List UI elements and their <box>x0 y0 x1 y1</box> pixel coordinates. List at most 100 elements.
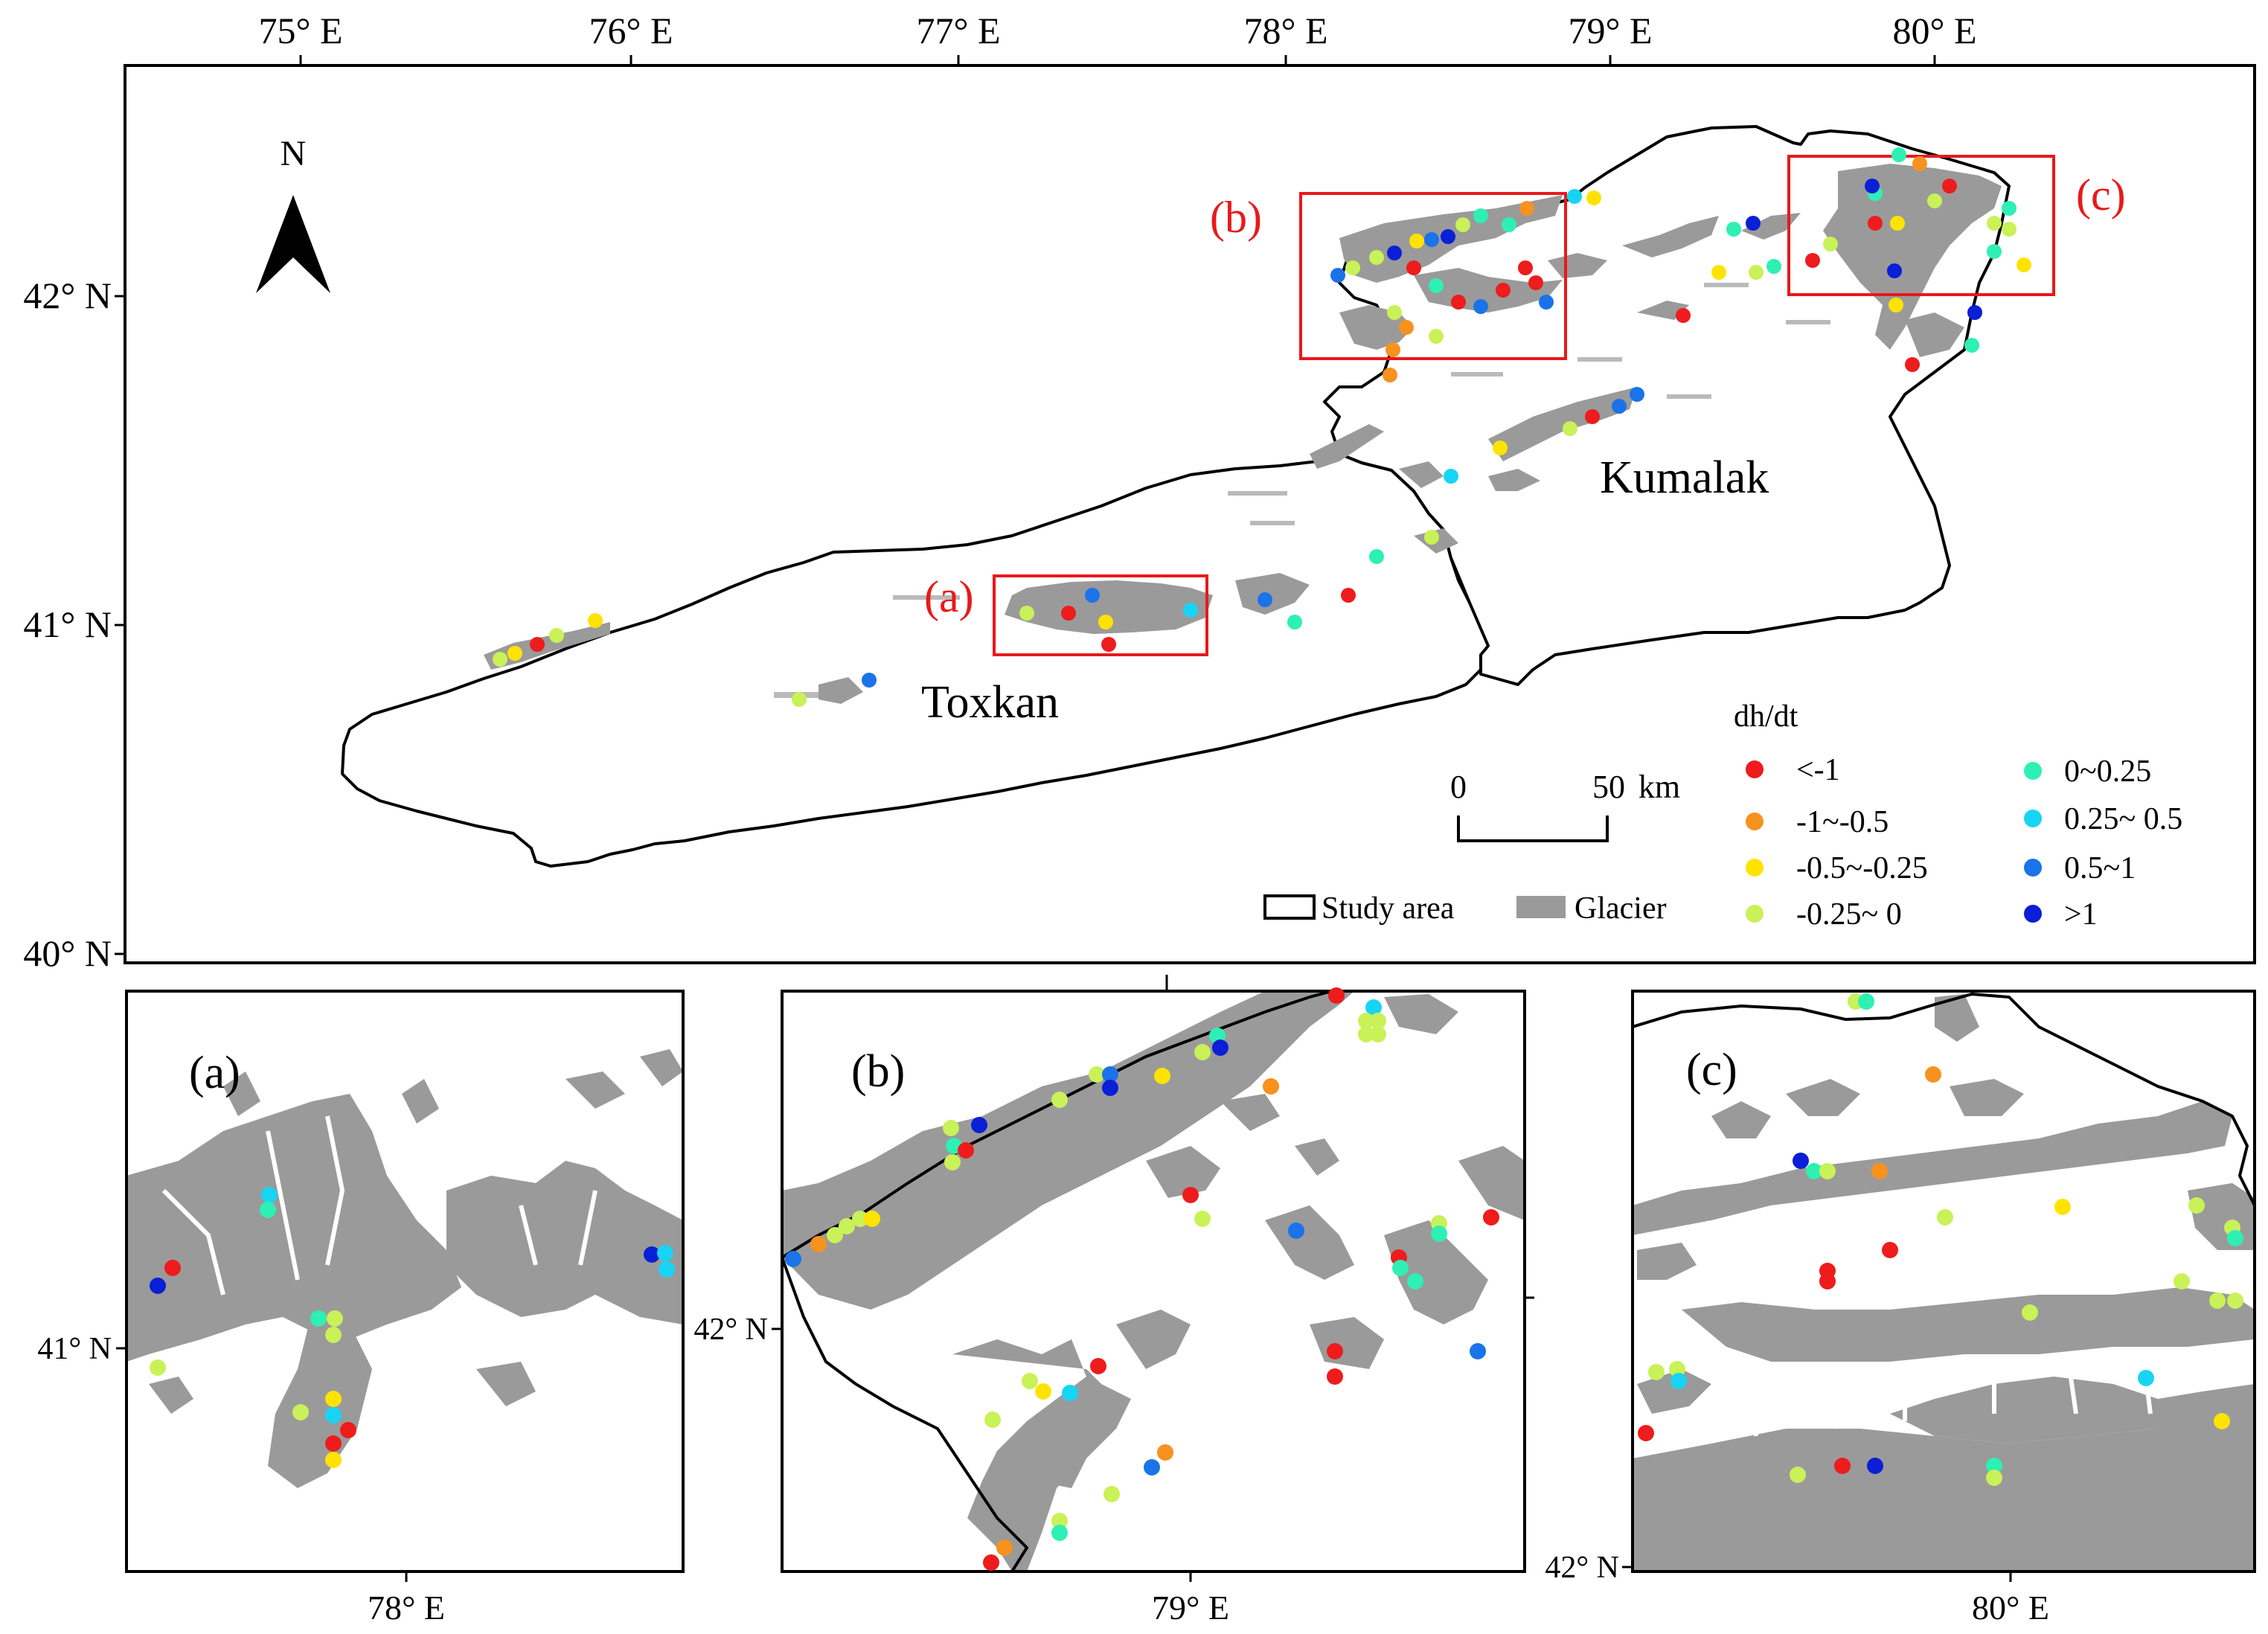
dhdt-point <box>150 1359 166 1376</box>
dhdt-point <box>1399 320 1414 335</box>
dhdt-point <box>2022 1304 2038 1321</box>
inset-b-label: (b) <box>851 1046 905 1097</box>
dhdt-point <box>827 1227 843 1243</box>
region-label-kumalak: Kumalak <box>1600 452 1769 503</box>
dhdt-point <box>1386 342 1400 357</box>
dhdt-point <box>2214 1413 2230 1429</box>
dhdt-point <box>1101 637 1116 652</box>
dhdt-point <box>1927 193 1942 208</box>
lon-tick-label: 79° E <box>1568 10 1652 51</box>
dhdt-point <box>1766 259 1781 274</box>
dhdt-point <box>325 1327 342 1343</box>
dhdt-point <box>644 1246 660 1263</box>
legend-class-label: <-1 <box>1796 753 1840 787</box>
inset-b-points <box>785 987 1499 1571</box>
dhdt-point <box>1429 329 1444 344</box>
dhdt-point <box>2209 1292 2226 1309</box>
dhdt-point <box>2002 201 2016 216</box>
dhdt-point <box>530 637 545 652</box>
legend-swatch <box>1746 813 1764 830</box>
dhdt-point <box>164 1260 181 1276</box>
dhdt-point <box>864 1211 880 1227</box>
dhdt-point <box>1051 1513 1068 1529</box>
dhdt-point <box>493 652 507 667</box>
inset-b: (b) 79° E 42° N <box>693 987 1526 1627</box>
dhdt-point <box>1496 283 1511 298</box>
dhdt-point <box>150 1278 166 1294</box>
lon-tick-label: 75° E <box>258 10 342 51</box>
dhdt-point <box>1563 421 1577 436</box>
inset-c-glaciers <box>1633 994 2255 1571</box>
inset-a-lat-tick: 41° N <box>37 1332 112 1366</box>
dhdt-point <box>1369 250 1384 265</box>
dhdt-point <box>983 1554 999 1571</box>
box-label-a: (a) <box>924 572 974 621</box>
dhdt-point <box>1967 305 1982 320</box>
dhdt-point <box>1409 234 1424 249</box>
main-map-points <box>493 147 2031 707</box>
inset-a-glaciers <box>126 1049 683 1488</box>
dhdt-point <box>261 1187 278 1203</box>
legend-swatch <box>1746 905 1764 923</box>
dhdt-point <box>1964 338 1979 353</box>
dhdt-point <box>260 1202 276 1218</box>
dhdt-point <box>1383 368 1397 382</box>
dhdt-point <box>1183 603 1198 618</box>
legend-class-label: -0.5~-0.25 <box>1796 851 1928 885</box>
dhdt-point <box>1987 244 2002 259</box>
scalebar-unit: km <box>1638 769 1680 805</box>
dhdt-point <box>1387 305 1402 320</box>
dhdt-point <box>943 1120 959 1136</box>
dhdt-point <box>852 1211 868 1227</box>
dhdt-point <box>810 1236 827 1252</box>
scalebar: 0 50 km <box>1450 769 1680 842</box>
inset-b-lon-tick: 79° E <box>1152 1589 1229 1627</box>
dhdt-point <box>2002 222 2016 237</box>
dhdt-point <box>1157 1444 1173 1461</box>
legend-swatch <box>1746 859 1764 877</box>
dhdt-point <box>1670 1373 1687 1389</box>
dhdt-point <box>971 1117 987 1133</box>
dhdt-point <box>1194 1044 1211 1060</box>
dhdt-point <box>659 1261 675 1278</box>
dhdt-point <box>1711 265 1726 280</box>
dhdt-point <box>1567 189 1582 204</box>
dhdt-point <box>310 1310 327 1327</box>
dhdt-point <box>2227 1292 2243 1309</box>
dhdt-point <box>1473 299 1488 314</box>
dhdt-point <box>839 1218 855 1234</box>
dhdt-point <box>1424 530 1439 545</box>
dhdt-point <box>862 673 877 688</box>
dhdt-point <box>1424 232 1439 247</box>
dhdt-point <box>1502 217 1516 232</box>
inset-c-points <box>1638 993 2243 1486</box>
legend-class-label: 0.25~ 0.5 <box>2064 802 2182 836</box>
legend-swatch <box>2024 810 2042 827</box>
dhdt-point <box>1912 156 1927 171</box>
dhdt-point <box>340 1422 356 1438</box>
dhdt-point <box>1889 298 1903 313</box>
dhdt-point <box>1358 1013 1374 1029</box>
dhdt-point <box>1483 1209 1499 1226</box>
north-arrow-icon <box>256 195 330 293</box>
dhdt-point <box>1341 588 1356 603</box>
legend-swatch <box>2024 905 2042 923</box>
dhdt-point <box>1263 1078 1279 1095</box>
dhdt-point <box>1098 615 1113 629</box>
dhdt-point <box>1891 147 1906 162</box>
dhdt-point <box>1493 440 1508 455</box>
dhdt-point <box>1328 987 1345 1004</box>
main-map: 75° E 76° E 77° E 78° E 79° E 80° E 42° … <box>23 10 2256 974</box>
box-label-b: (b) <box>1210 193 1262 242</box>
dhdt-point <box>1887 263 1902 278</box>
lon-tick-label: 80° E <box>1892 10 1976 51</box>
dhdt-point <box>1925 1066 1941 1083</box>
dhdt-point <box>1868 216 1883 231</box>
dhdt-point <box>1648 1364 1665 1380</box>
dhdt-point <box>1387 246 1402 260</box>
scalebar-zero: 0 <box>1450 769 1467 805</box>
lon-tick-label: 77° E <box>916 10 1000 51</box>
dhdt-point <box>1022 1373 1038 1389</box>
dhdt-point <box>1905 357 1920 372</box>
